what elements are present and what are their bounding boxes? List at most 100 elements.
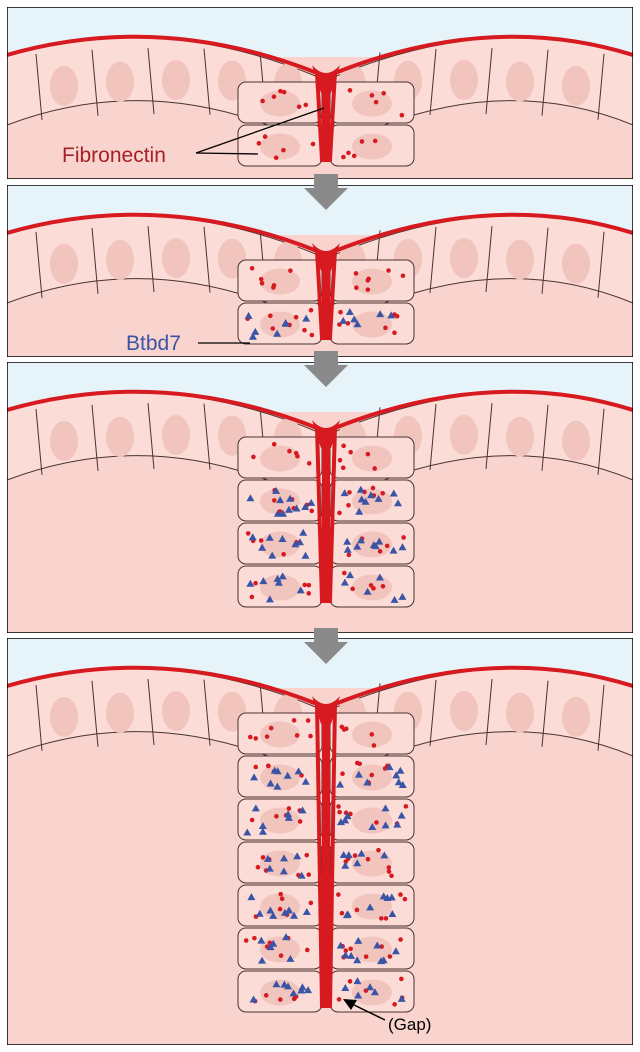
fibronectin-dot <box>307 583 312 588</box>
fibronectin-dot <box>360 139 365 144</box>
fibronectin-dot <box>308 734 313 739</box>
fibronectin-dot <box>268 314 273 319</box>
nucleus <box>562 244 590 284</box>
fibronectin-dot <box>337 810 342 815</box>
fibronectin-dot <box>297 104 302 109</box>
fibronectin-dot <box>306 591 311 596</box>
fibronectin-dot <box>272 283 277 288</box>
fibronectin-dot <box>309 509 314 514</box>
fibronectin-dot <box>354 285 359 290</box>
panel-3 <box>7 362 633 633</box>
fibronectin-dot <box>278 997 283 1002</box>
fibronectin-dot <box>298 819 303 824</box>
fibronectin-dot <box>404 804 409 809</box>
nucleus <box>562 697 590 737</box>
fibronectin-dot <box>342 727 347 732</box>
fibronectin-dot <box>398 892 403 897</box>
panel-4 <box>7 638 633 1045</box>
fibronectin-dot <box>261 855 266 860</box>
fibronectin-dot <box>366 452 371 457</box>
fibronectin-dot <box>350 587 355 592</box>
fibronectin-dot <box>347 490 352 495</box>
fibronectin-dot <box>278 907 283 912</box>
fibronectin-dot <box>385 544 390 549</box>
nucleus <box>106 62 134 102</box>
cleft-nucleus <box>260 808 300 834</box>
fibronectin-dot <box>372 466 377 471</box>
fibronectin-dot <box>253 765 258 770</box>
cleft-nucleus <box>352 446 392 472</box>
fibronectin-dot <box>392 330 397 335</box>
fibronectin-dot <box>386 268 391 273</box>
fibronectin-dot <box>256 865 261 870</box>
fibronectin-dot <box>280 896 285 901</box>
fibronectin-dot <box>342 571 347 576</box>
fibronectin-dot <box>366 277 371 282</box>
fibronectin-dot <box>272 442 277 447</box>
fibronectin-dot <box>373 139 378 144</box>
fibronectin-dot <box>295 733 300 738</box>
fibronectin-dot <box>370 93 375 98</box>
panel-2 <box>7 185 633 357</box>
fibronectin-dot <box>266 763 271 768</box>
fibronectin-dot <box>311 142 316 147</box>
nucleus <box>106 417 134 457</box>
fibronectin-dot <box>369 583 374 588</box>
fibronectin-dot <box>380 491 385 496</box>
nucleus <box>506 240 534 280</box>
fibronectin-dot <box>270 326 275 331</box>
fibronectin-dot <box>369 732 374 737</box>
fibronectin-dot <box>274 156 279 161</box>
fibronectin-dot <box>340 911 345 916</box>
fibronectin-dot <box>398 937 403 942</box>
fibronectin-dot <box>340 771 345 776</box>
fibronectin-dot <box>338 310 343 315</box>
fibronectin-dot <box>346 151 351 156</box>
nucleus <box>162 60 190 100</box>
fibronectin-dot <box>403 897 408 902</box>
fibronectin-dot <box>269 726 274 731</box>
fibronectin-dot <box>250 818 255 823</box>
cleft-fibronectin-stripe <box>322 265 330 338</box>
fibronectin-dot <box>263 134 268 139</box>
cleft-nucleus <box>352 134 392 160</box>
nucleus <box>450 60 478 100</box>
cleft-nucleus <box>260 91 300 117</box>
nucleus <box>450 238 478 278</box>
nucleus <box>562 66 590 106</box>
nucleus <box>162 415 190 455</box>
fibronectin-dot <box>341 444 346 449</box>
nucleus <box>106 693 134 733</box>
fibronectin-dot <box>248 735 253 740</box>
fibronectin-dot <box>338 458 343 463</box>
fibronectin-dot <box>348 946 353 951</box>
fibronectin-dot <box>369 773 374 778</box>
fibronectin-dot <box>272 94 277 99</box>
fibronectin-dot <box>253 581 258 586</box>
fibronectin-dot <box>366 287 371 292</box>
nucleus <box>50 697 78 737</box>
fibronectin-dot <box>265 734 270 739</box>
fibronectin-dot <box>259 277 264 282</box>
nucleus <box>50 66 78 106</box>
fibronectin-dot <box>337 511 342 516</box>
fibronectin-dot <box>346 503 351 508</box>
nucleus <box>506 62 534 102</box>
fibronectin-dot <box>348 450 353 455</box>
cleft-nucleus <box>260 269 300 295</box>
nucleus <box>50 421 78 461</box>
fibronectin-dot <box>292 718 297 723</box>
fibronectin-dot <box>388 954 393 959</box>
fibronectin-dot <box>401 535 406 540</box>
fibronectin-dot <box>257 141 262 146</box>
fibronectin-dot <box>305 948 310 953</box>
fibronectin-dot <box>302 328 307 333</box>
fibronectin-dot <box>260 281 265 286</box>
fibronectin-dot <box>371 486 376 491</box>
gap-label: (Gap) <box>388 1015 431 1034</box>
nucleus <box>450 415 478 455</box>
fibronectin-dot <box>348 979 353 984</box>
fibronectin-dot <box>376 848 381 853</box>
